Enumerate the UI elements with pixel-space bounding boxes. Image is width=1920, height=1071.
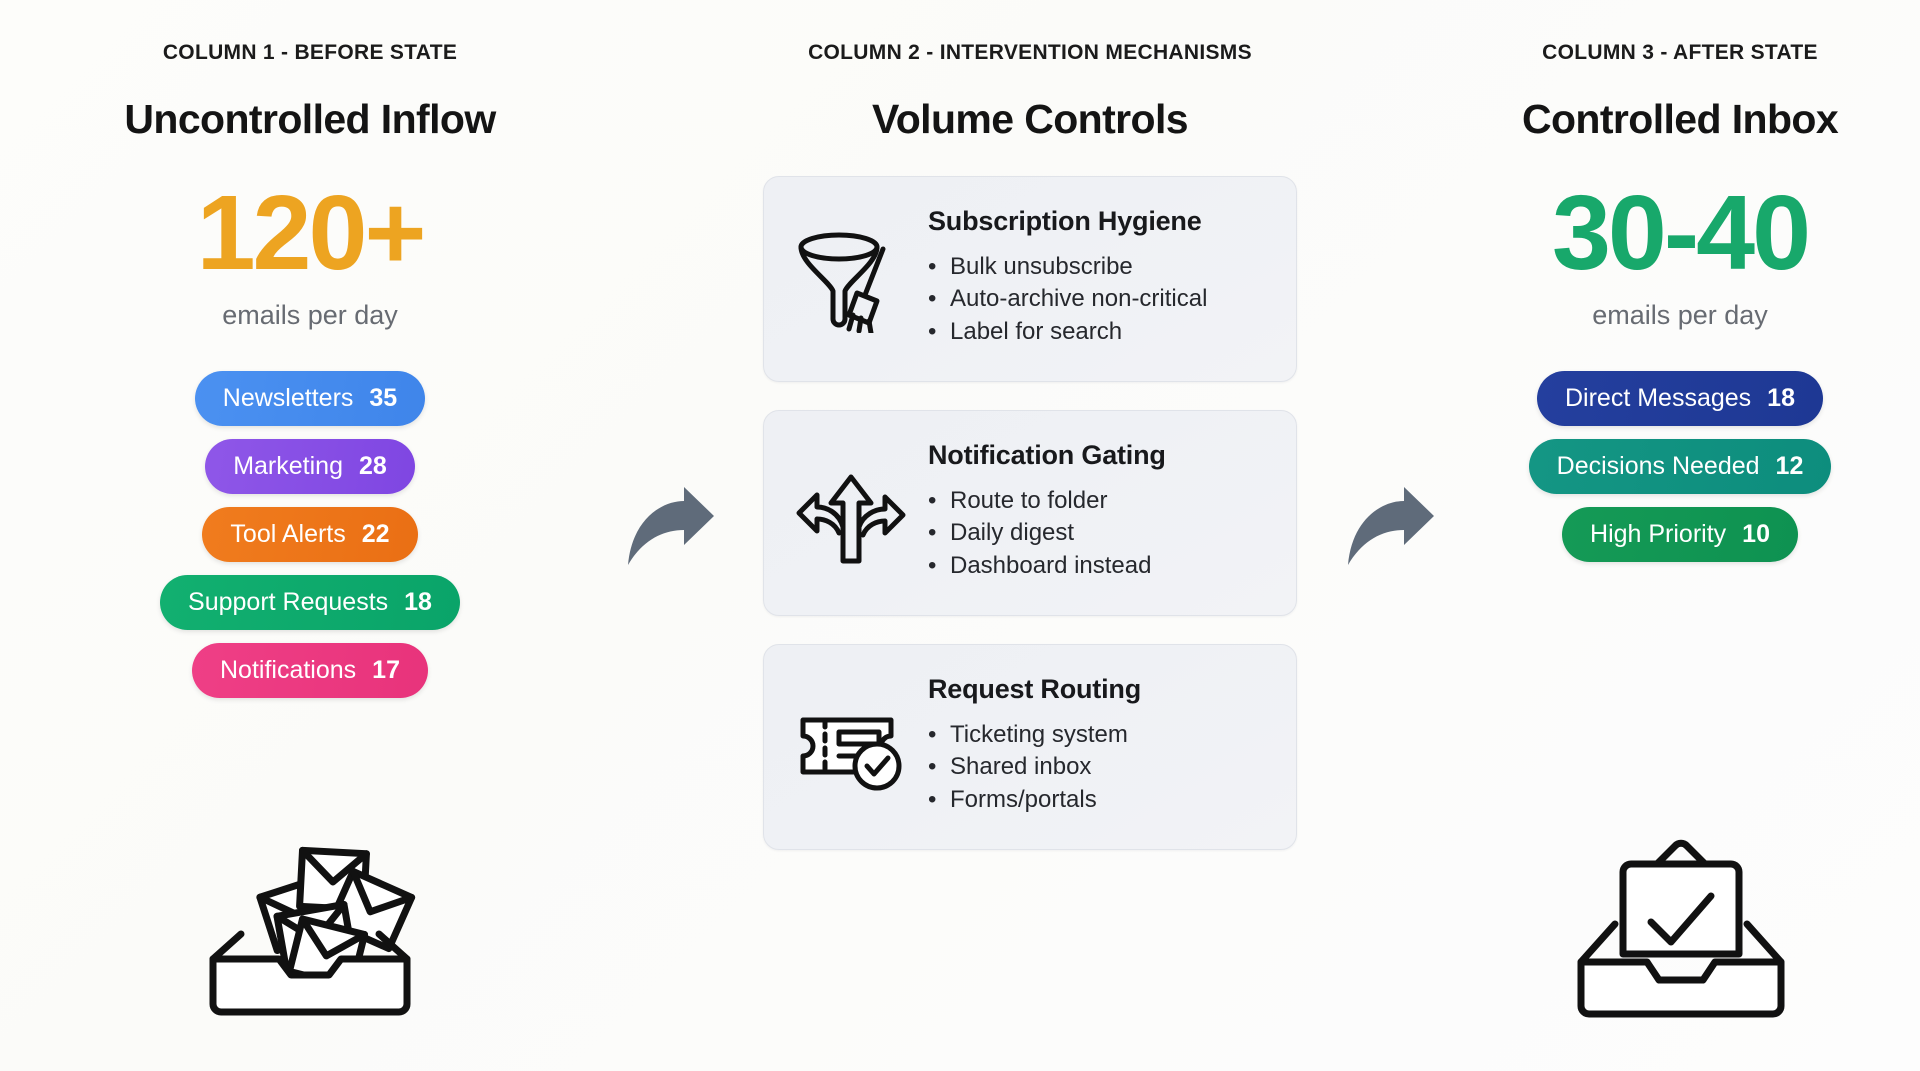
pill-count: 17 [372, 656, 400, 684]
card-bullet: Shared inbox [928, 751, 1270, 784]
column-after-state: COLUMN 3 - AFTER STATE Controlled Inbox … [1440, 42, 1920, 1071]
card-bullet: Daily digest [928, 517, 1270, 550]
column-3-kicker: COLUMN 3 - AFTER STATE [1542, 41, 1818, 64]
column-2-title: Volume Controls [872, 96, 1189, 142]
column-before-state: COLUMN 1 - BEFORE STATE Uncontrolled Inf… [0, 42, 620, 1071]
pill-count: 10 [1742, 520, 1770, 548]
pill-label: Tool Alerts [230, 520, 346, 548]
before-metric-value: 120+ [196, 174, 427, 292]
card-bullet: Route to folder [928, 485, 1270, 518]
pill-label: Support Requests [188, 588, 389, 616]
pill-tool-alerts[interactable]: Tool Alerts 22 [202, 507, 418, 562]
column-1-title: Uncontrolled Inflow [124, 96, 496, 142]
pill-count: 12 [1775, 452, 1804, 480]
tidy-inbox-check-icon [1571, 830, 1789, 1025]
curved-arrow-icon [628, 486, 714, 565]
after-metric-value: 30-40 [1551, 174, 1811, 292]
after-category-pills: Direct Messages 18 Decisions Needed 12 H… [1528, 371, 1832, 562]
column-2-kicker: COLUMN 2 - INTERVENTION MECHANISMS [808, 41, 1252, 64]
pill-label: Notifications [220, 656, 357, 684]
card-bullet: Bulk unsubscribe [928, 251, 1270, 284]
column-1-kicker: COLUMN 1 - BEFORE STATE [162, 41, 458, 64]
pill-direct-messages[interactable]: Direct Messages 18 [1537, 371, 1823, 426]
card-bullet-list: Route to folder Daily digest Dashboard i… [928, 485, 1270, 583]
arrow-middle-to-after [1340, 42, 1440, 1071]
pill-count: 28 [358, 452, 387, 480]
arrow-before-to-middle [620, 42, 720, 1071]
card-body: Notification Gating Route to folder Dail… [928, 439, 1270, 583]
after-metric-label: emails per day [1592, 300, 1768, 330]
pill-newsletters[interactable]: Newsletters 35 [194, 371, 426, 426]
card-bullet: Forms/portals [928, 784, 1270, 817]
pill-count: 18 [404, 588, 432, 616]
card-bullet: Auto-archive non-critical [928, 283, 1270, 316]
curved-arrow-icon [1348, 486, 1434, 565]
pill-count: 22 [361, 520, 390, 548]
before-metric-label: emails per day [222, 300, 398, 330]
card-bullet: Ticketing system [928, 719, 1270, 752]
card-title: Request Routing [928, 673, 1141, 704]
pill-label: Direct Messages [1565, 384, 1752, 412]
card-body: Subscription Hygiene Bulk unsubscribe Au… [928, 205, 1270, 349]
pill-support-requests[interactable]: Support Requests 18 [160, 575, 460, 630]
pill-count: 18 [1767, 384, 1795, 412]
pill-label: Newsletters [222, 384, 354, 412]
card-bullet: Label for search [928, 316, 1270, 349]
card-bullet-list: Ticketing system Shared inbox Forms/port… [928, 719, 1270, 817]
column-3-title: Controlled Inbox [1521, 96, 1839, 142]
card-notification-gating[interactable]: Notification Gating Route to folder Dail… [763, 410, 1297, 616]
pill-label: Marketing [233, 452, 343, 480]
card-bullet: Dashboard instead [928, 550, 1270, 583]
funnel-broom-icon [786, 223, 916, 333]
pill-label: High Priority [1590, 520, 1727, 548]
card-title: Subscription Hygiene [928, 205, 1202, 236]
card-subscription-hygiene[interactable]: Subscription Hygiene Bulk unsubscribe Au… [763, 176, 1297, 382]
pill-high-priority[interactable]: High Priority 10 [1562, 507, 1798, 562]
pill-notifications[interactable]: Notifications 17 [192, 643, 428, 698]
card-title: Notification Gating [928, 439, 1166, 470]
before-category-pills: Newsletters 35 Marketing 28 Tool Alerts … [160, 371, 460, 698]
mechanism-card-list: Subscription Hygiene Bulk unsubscribe Au… [763, 176, 1297, 850]
overflowing-inbox-icon [201, 830, 419, 1025]
pill-label: Decisions Needed [1556, 452, 1760, 480]
pill-count: 35 [369, 384, 398, 412]
card-body: Request Routing Ticketing system Shared … [928, 673, 1270, 817]
three-way-arrow-icon [786, 457, 916, 567]
ticket-check-icon [786, 696, 916, 796]
card-request-routing[interactable]: Request Routing Ticketing system Shared … [763, 644, 1297, 850]
pill-decisions-needed[interactable]: Decisions Needed 12 [1528, 439, 1832, 494]
column-intervention-mechanisms: COLUMN 2 - INTERVENTION MECHANISMS Volum… [720, 42, 1340, 1071]
card-bullet-list: Bulk unsubscribe Auto-archive non-critic… [928, 251, 1270, 349]
pill-marketing[interactable]: Marketing 28 [205, 439, 415, 494]
